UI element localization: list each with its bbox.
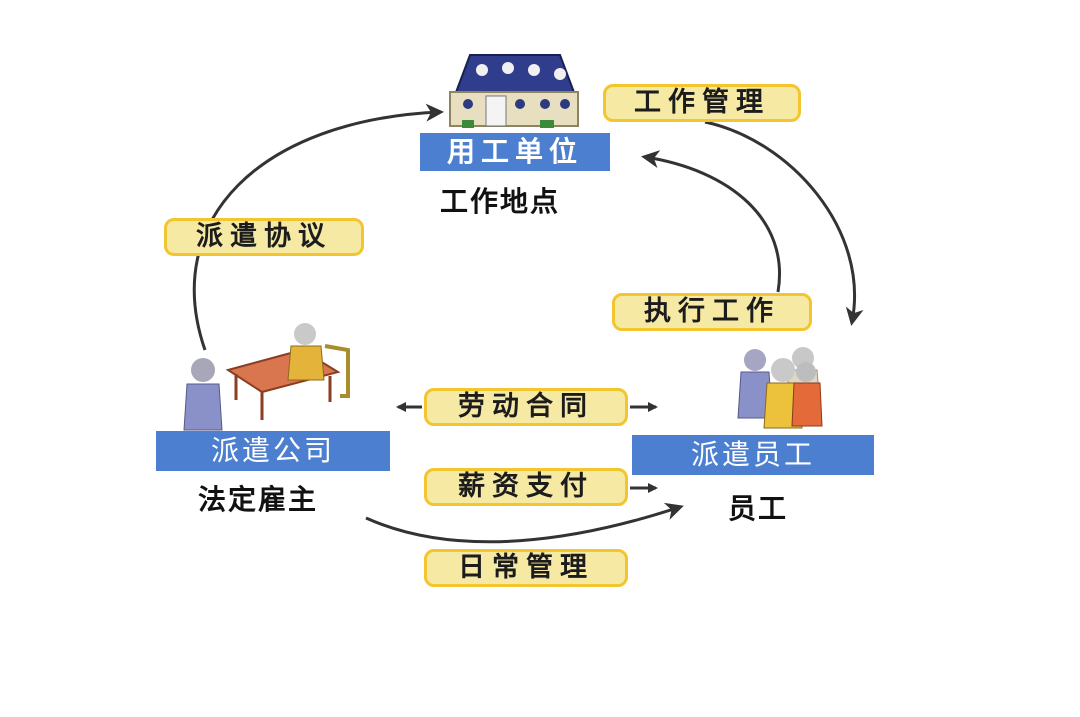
label-salary-payment: 薪资支付 bbox=[424, 468, 628, 506]
employee-title: 派遣员工 bbox=[632, 435, 874, 475]
office-building-icon bbox=[449, 54, 579, 128]
meeting-table-icon bbox=[183, 323, 350, 431]
agency-title: 派遣公司 bbox=[156, 431, 390, 471]
arrow-employee-to-employer bbox=[641, 150, 781, 293]
agency-subtitle: 法定雇主 bbox=[198, 483, 319, 516]
arrow-employer-to-employee bbox=[704, 120, 864, 326]
employer-subtitle: 工作地点 bbox=[440, 185, 561, 218]
label-dispatch-agreement: 派遣协议 bbox=[164, 218, 364, 256]
arrow-agency-to-employee-daily bbox=[365, 502, 684, 544]
label-work-management: 工作管理 bbox=[603, 84, 801, 122]
label-labor-contract: 劳动合同 bbox=[424, 388, 628, 426]
arrow-agency-to-employer bbox=[192, 103, 444, 351]
employee-subtitle: 员工 bbox=[728, 492, 789, 525]
employer-title: 用工单位 bbox=[420, 133, 610, 171]
label-daily-management: 日常管理 bbox=[424, 549, 628, 587]
employee-group-icon bbox=[737, 347, 823, 429]
label-execute-work: 执行工作 bbox=[612, 293, 812, 331]
